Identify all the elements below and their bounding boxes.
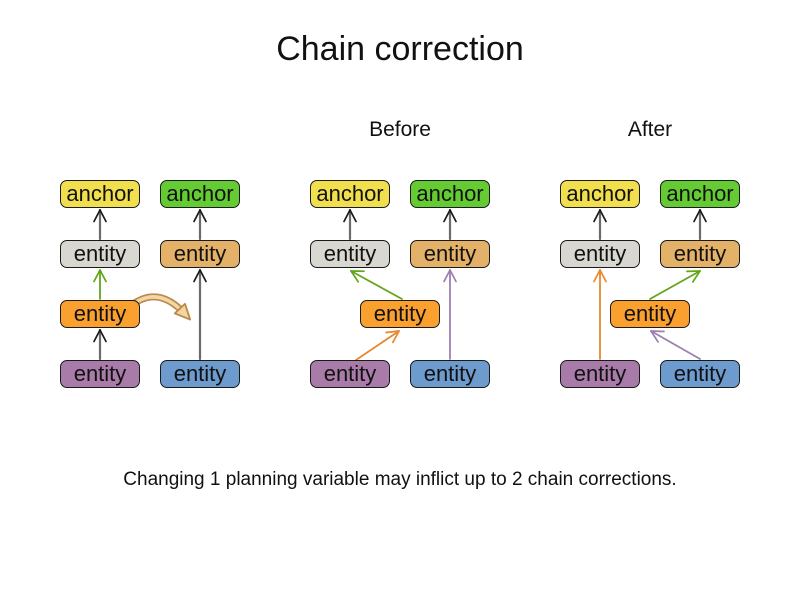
node-before-entity_tan: entity — [410, 240, 490, 268]
arrow-head-violet — [650, 330, 659, 343]
node-before-anchor_yellow: anchor — [310, 180, 390, 208]
arrow-head-green — [350, 270, 360, 283]
node-before-entity_purple: entity — [310, 360, 390, 388]
move-arrow-head — [173, 302, 192, 321]
arrow-head-black — [99, 329, 107, 343]
node-initial-entity_gray: entity — [60, 240, 140, 268]
node-before-entity_gray: entity — [310, 240, 390, 268]
node-initial-entity_blue: entity — [160, 360, 240, 388]
node-after-anchor_yellow: anchor — [560, 180, 640, 208]
arrow-head-orange — [391, 330, 400, 344]
arrow-head-violet — [443, 269, 451, 283]
node-after-entity_gray: entity — [560, 240, 640, 268]
arrow-head-violet — [650, 330, 665, 333]
node-before-entity_orange: entity — [360, 300, 440, 328]
arrow-head-black — [349, 209, 357, 223]
arrow-head-black — [199, 209, 207, 223]
group-label-after: After — [627, 118, 673, 141]
arrow-head-black — [593, 209, 601, 223]
node-after-entity_orange: entity — [610, 300, 690, 328]
arrow-shaft-violet — [650, 330, 701, 360]
group-label-before: Before — [369, 118, 431, 141]
arrow-head-orange — [593, 269, 601, 283]
arrow-head-black — [699, 209, 707, 223]
caption: Changing 1 planning variable may inflict… — [123, 469, 677, 490]
node-after-anchor_green: anchor — [660, 180, 740, 208]
arrow-shaft-green — [649, 270, 701, 300]
arrow-head-black — [449, 209, 457, 223]
node-after-entity_purple: entity — [560, 360, 640, 388]
arrow-head-black — [443, 209, 451, 223]
arrow-head-orange — [599, 269, 607, 283]
node-initial-anchor_yellow: anchor — [60, 180, 140, 208]
node-initial-entity_orange: entity — [60, 300, 140, 328]
arrow-head-black — [99, 209, 107, 223]
arrow-head-green — [99, 269, 107, 283]
arrow-head-black — [343, 209, 351, 223]
node-initial-entity_purple: entity — [60, 360, 140, 388]
node-after-entity_tan: entity — [660, 240, 740, 268]
arrow-head-violet — [449, 269, 457, 283]
arrow-head-green — [692, 270, 701, 283]
node-after-entity_blue: entity — [660, 360, 740, 388]
arrow-head-black — [193, 209, 201, 223]
arrow-head-black — [599, 209, 607, 223]
node-before-anchor_green: anchor — [410, 180, 490, 208]
page-title: Chain correction — [276, 30, 524, 68]
arrow-head-black — [93, 209, 101, 223]
node-before-entity_blue: entity — [410, 360, 490, 388]
arrow-head-orange — [385, 330, 400, 334]
arrow-shaft-green — [350, 270, 403, 300]
arrow-head-black — [93, 329, 101, 343]
arrow-head-black — [199, 269, 207, 283]
arrow-head-green — [93, 269, 101, 283]
node-initial-anchor_green: anchor — [160, 180, 240, 208]
node-initial-entity_tan: entity — [160, 240, 240, 268]
arrow-shaft-orange — [355, 330, 400, 361]
arrow-head-black — [693, 209, 701, 223]
arrow-head-black — [193, 269, 201, 283]
